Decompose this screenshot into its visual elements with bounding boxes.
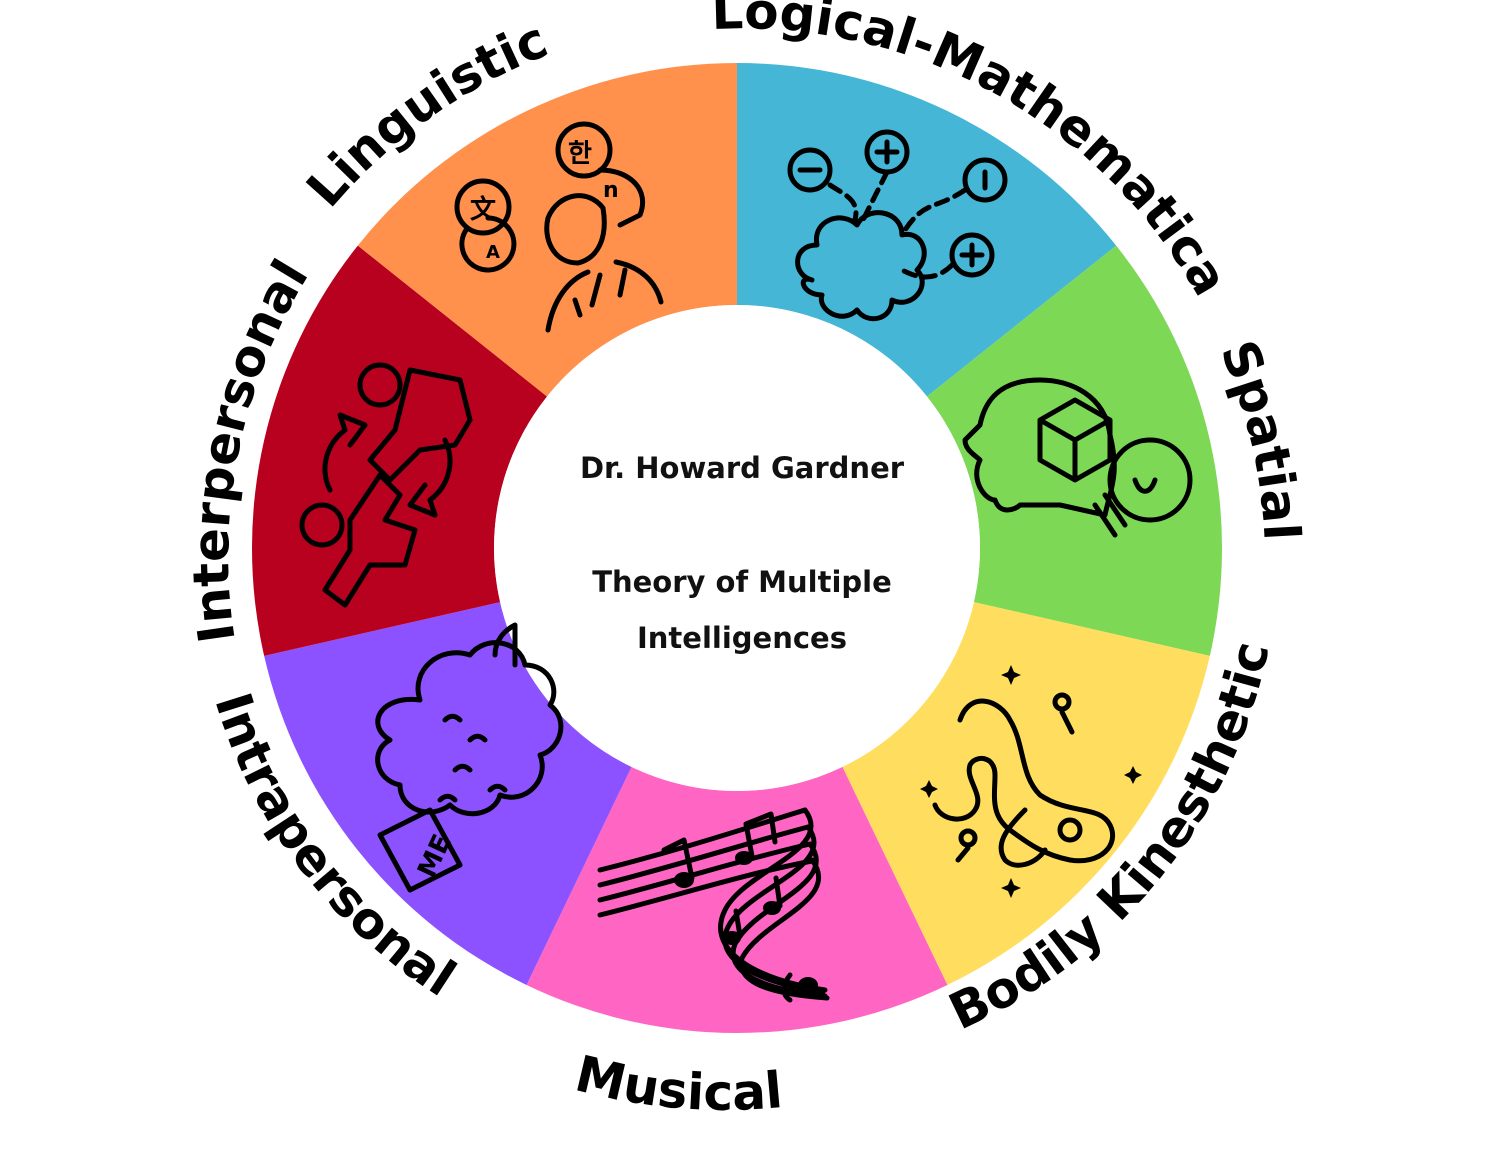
dancer-icon	[920, 665, 1142, 898]
label-spatial: Spatial	[1209, 333, 1310, 542]
speech-languages-icon: 文 A 한 n	[454, 121, 664, 333]
segment-bodily	[842, 602, 1210, 985]
segment-interpersonal	[251, 245, 548, 656]
head-cube-bulb-icon	[962, 377, 1193, 538]
segment-intrapersonal	[264, 602, 632, 985]
center-circle	[494, 305, 980, 791]
center-title: Dr. Howard Gardner	[580, 451, 905, 485]
svg-text:한: 한	[568, 139, 592, 169]
people-exchange-icon	[299, 362, 473, 608]
svg-text:n: n	[603, 178, 619, 203]
center-subtitle-line1: Theory of Multiple	[592, 565, 892, 599]
brain-math-icon	[787, 129, 1008, 322]
svg-text:A: A	[486, 242, 500, 263]
center-subtitle-line2: Intelligences	[637, 621, 847, 655]
label-musical: Musical	[570, 1045, 785, 1122]
segments-layer	[251, 62, 1222, 1033]
segment-musical	[526, 766, 948, 1033]
music-staff-icon	[597, 807, 830, 1003]
